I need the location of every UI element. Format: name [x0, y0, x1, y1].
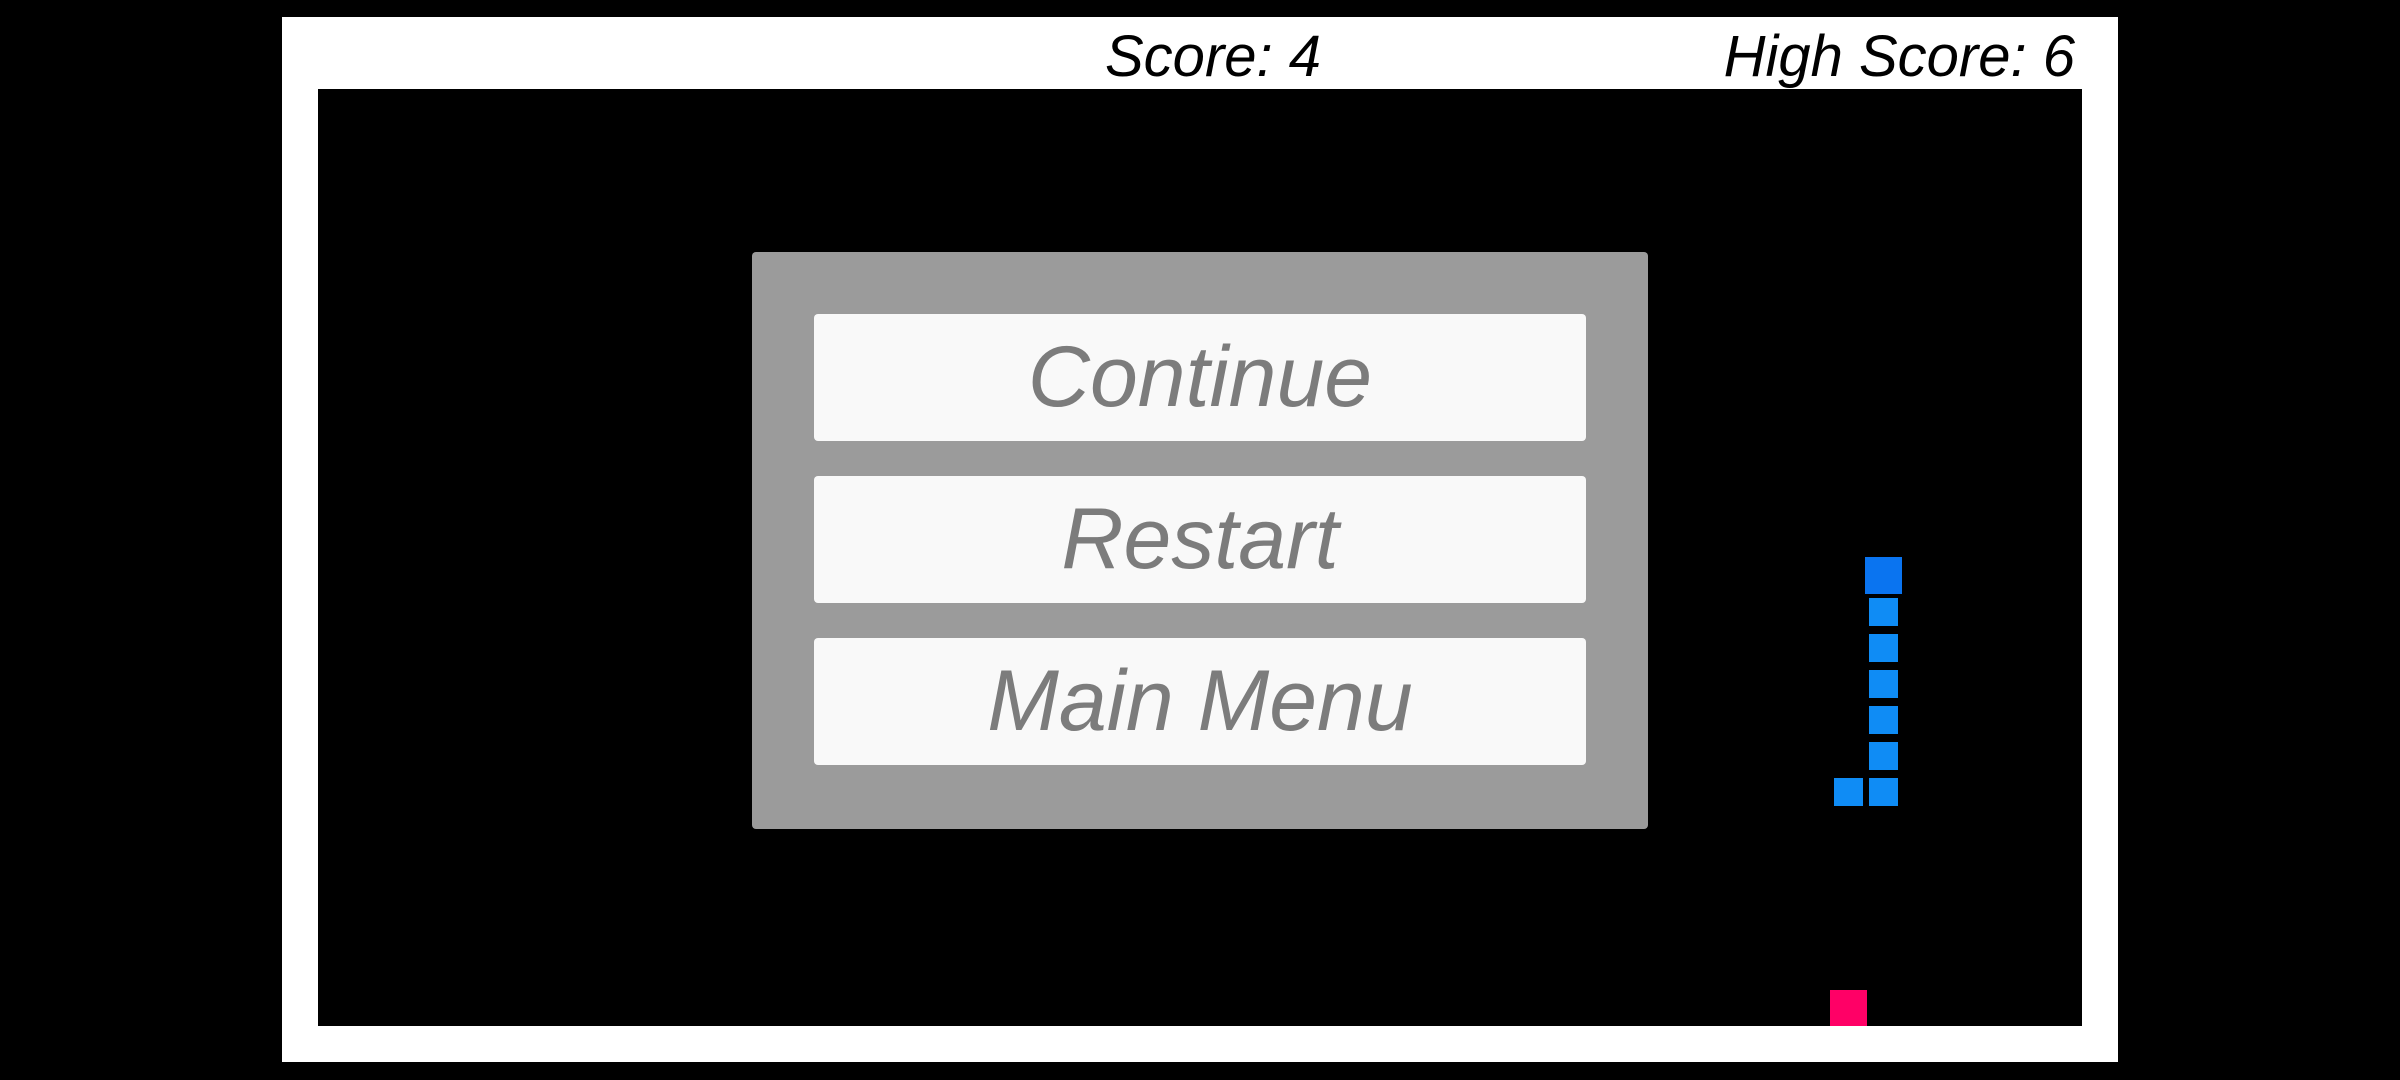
- snake-segment: [1869, 670, 1898, 698]
- main-menu-button[interactable]: Main Menu: [814, 638, 1586, 765]
- snake-tail: [1834, 778, 1863, 806]
- pause-menu-panel: Continue Restart Main Menu: [752, 252, 1648, 829]
- continue-button[interactable]: Continue: [814, 314, 1586, 441]
- snake-segment: [1869, 706, 1898, 734]
- high-score-label: High Score: 6: [1723, 24, 2075, 89]
- restart-button[interactable]: Restart: [814, 476, 1586, 603]
- snake-segment: [1869, 634, 1898, 662]
- snake-segment: [1869, 742, 1898, 770]
- score-label: Score: 4: [1105, 24, 1321, 89]
- snake-head: [1865, 557, 1902, 594]
- food-pellet: [1830, 990, 1867, 1026]
- snake-segment: [1869, 778, 1898, 806]
- snake-segment: [1869, 598, 1898, 626]
